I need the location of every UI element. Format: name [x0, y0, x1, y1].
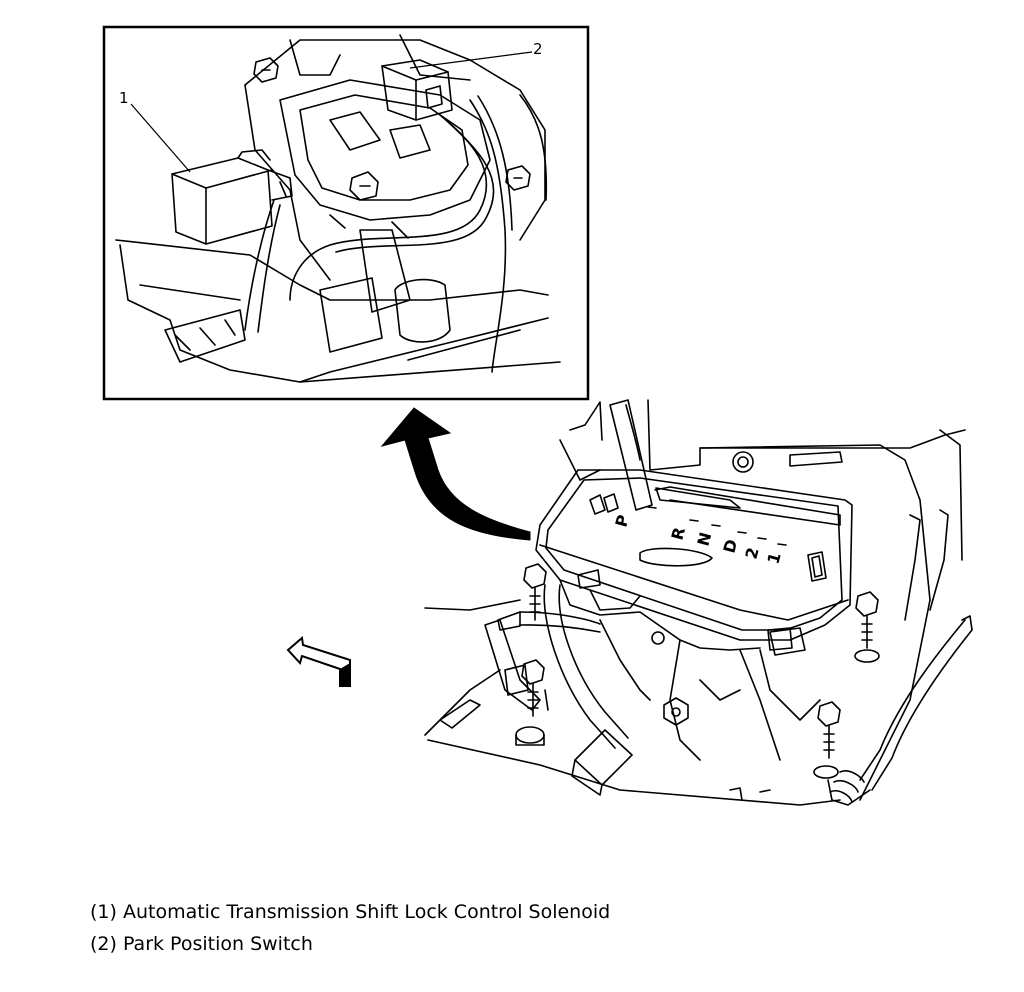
legend: (1) Automatic Transmission Shift Lock Co… [90, 896, 610, 960]
front-direction-arrow-icon [286, 636, 351, 687]
shifter-assembly-drawing [424, 399, 973, 806]
detail-inset: 1 2 [102, 25, 590, 401]
callout-1-leader [130, 103, 191, 173]
gear-letter-1: 1 [764, 550, 785, 566]
gear-indicator: P R N D 2 1 [612, 513, 785, 567]
gear-letter-p: P [612, 513, 633, 530]
callout-2-number: 2 [533, 40, 543, 58]
gear-letter-r: R [668, 525, 690, 542]
gear-letter-n: N [694, 530, 716, 548]
curved-arrow-icon [380, 407, 531, 541]
gear-letter-d: D [720, 537, 742, 555]
callout-2-leader [409, 51, 533, 69]
legend-item-1: (1) Automatic Transmission Shift Lock Co… [90, 901, 611, 923]
illustration: 1 2 [102, 25, 973, 806]
legend-item-2: (2) Park Position Switch [90, 933, 313, 955]
callout-1-number: 1 [119, 89, 129, 107]
gear-letter-2: 2 [742, 545, 763, 561]
